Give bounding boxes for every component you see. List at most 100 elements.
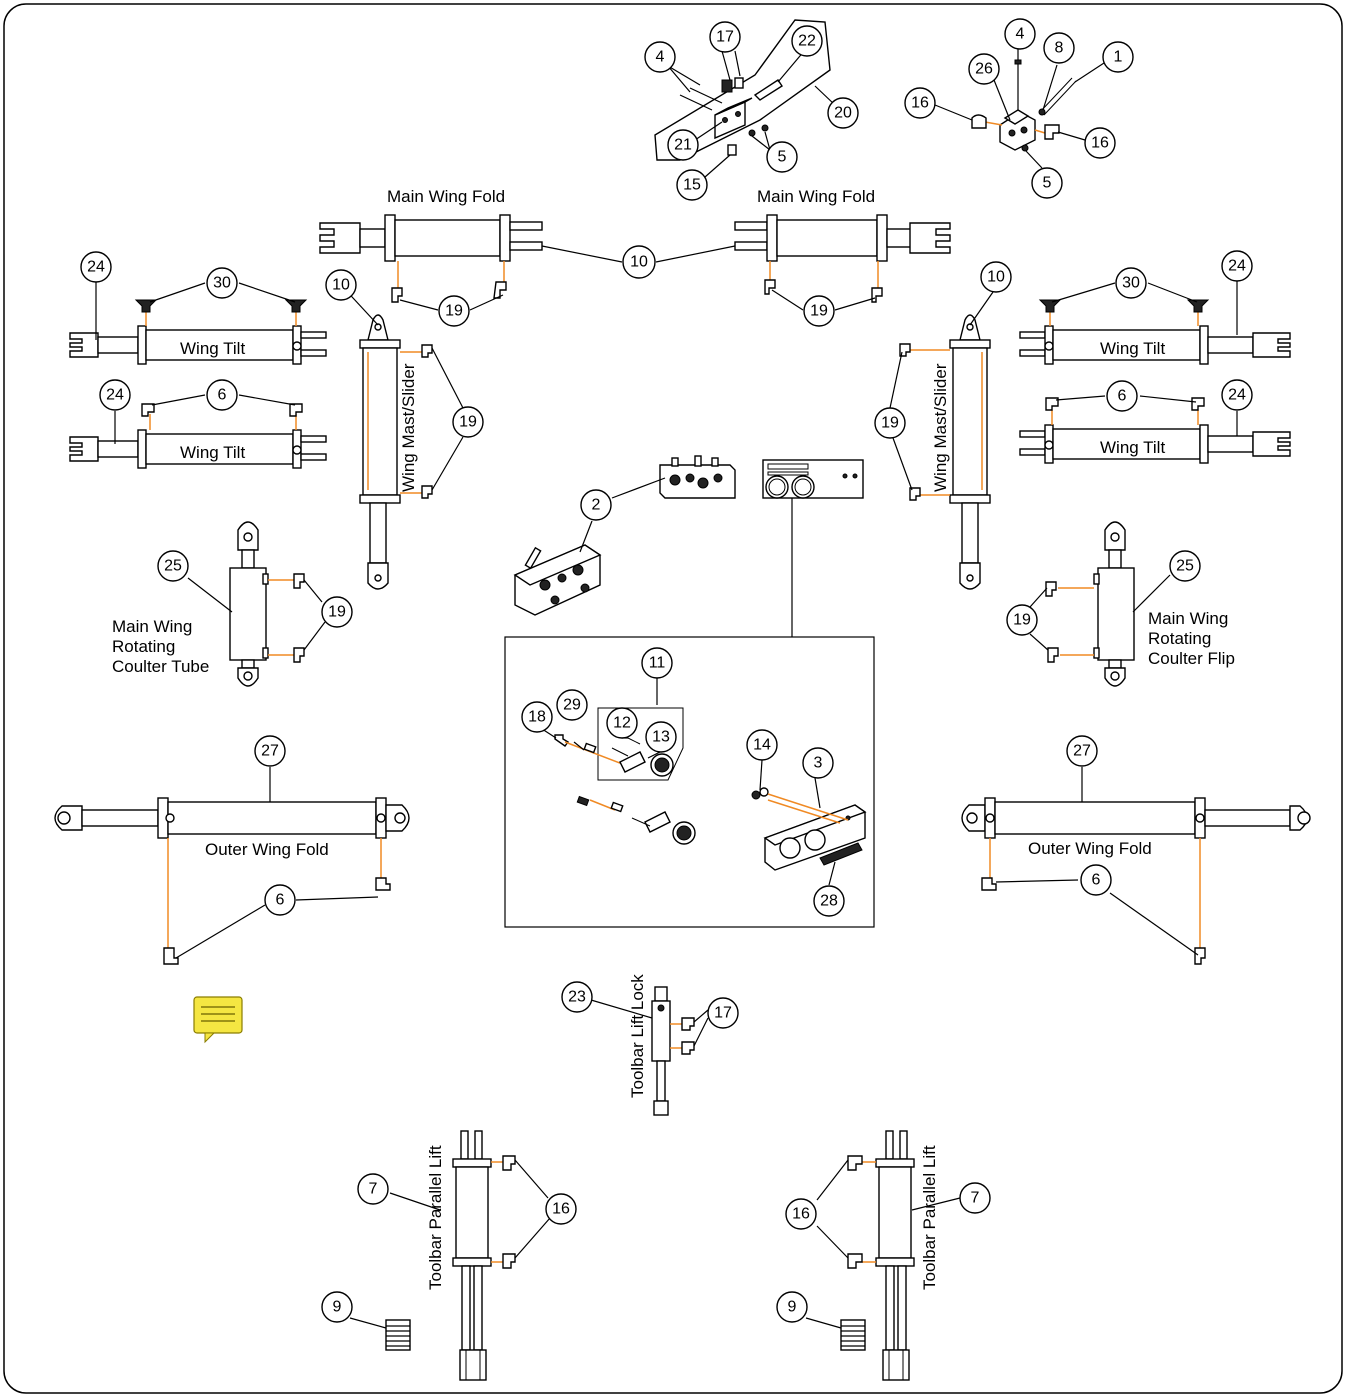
svg-text:23: 23 (568, 989, 586, 1006)
svg-text:27: 27 (261, 743, 279, 760)
callout-6-ofr: 6 (1080, 864, 1112, 896)
svg-text:8: 8 (1055, 40, 1064, 57)
svg-text:9: 9 (788, 1299, 797, 1316)
svg-text:30: 30 (213, 275, 231, 292)
callout-14: 14 (746, 729, 778, 761)
svg-text:6: 6 (218, 387, 227, 404)
svg-text:19: 19 (459, 414, 477, 431)
callout-25-right: 25 (1169, 550, 1201, 582)
callout-27-right: 27 (1066, 735, 1098, 767)
callout-19-rl: 19 (321, 596, 353, 628)
callout-9-right: 9 (776, 1291, 808, 1323)
svg-text:18: 18 (528, 709, 546, 726)
spacer-stack-right (805, 1317, 866, 1351)
svg-text:20: 20 (834, 105, 852, 122)
svg-text:22: 22 (798, 33, 816, 50)
svg-text:16: 16 (911, 95, 929, 112)
callout-19-rr: 19 (1006, 604, 1038, 636)
svg-text:5: 5 (778, 149, 787, 166)
svg-text:7: 7 (971, 1190, 980, 1207)
svg-text:15: 15 (683, 177, 701, 194)
manifold-lower (513, 544, 602, 616)
callout-19-tl: 19 (438, 295, 470, 327)
svg-text:17: 17 (714, 1005, 732, 1022)
main-wing-fold-right-label: Main Wing Fold (757, 187, 875, 206)
comment-note-icon[interactable] (193, 996, 243, 1044)
outer-wing-fold-left-cylinder (54, 797, 410, 965)
svg-text:28: 28 (820, 893, 838, 910)
callout-9-left: 9 (321, 1291, 353, 1323)
svg-text:24: 24 (106, 387, 124, 404)
callout-18: 18 (521, 701, 553, 733)
wing-tilt-lower-right-cylinder (1019, 397, 1291, 464)
rotating-left-line3: Coulter Tube (112, 657, 209, 676)
callout-11: 11 (641, 647, 673, 679)
callout-10-center: 10 (622, 245, 656, 279)
svg-text:24: 24 (1228, 387, 1246, 404)
rotating-left-line1: Main Wing (112, 617, 192, 636)
svg-text:14: 14 (753, 737, 771, 754)
top-center-valve-assembly (654, 19, 831, 161)
callout-16-tr: 16 (1084, 127, 1116, 159)
callout-28: 28 (813, 885, 845, 917)
svg-text:27: 27 (1073, 743, 1091, 760)
svg-text:21: 21 (674, 137, 692, 154)
svg-text:19: 19 (1013, 612, 1031, 629)
callout-24-ul: 24 (80, 251, 112, 283)
svg-text:19: 19 (810, 303, 828, 320)
callout-10-left: 10 (325, 269, 357, 301)
callout-22: 22 (791, 25, 823, 57)
callout-26: 26 (968, 53, 1000, 85)
outer-wing-fold-left-label: Outer Wing Fold (205, 840, 329, 859)
wing-tilt-upper-right-cylinder (1019, 299, 1291, 365)
callout-30-right: 30 (1115, 267, 1147, 299)
callout-5-right: 5 (1031, 167, 1063, 199)
svg-text:29: 29 (563, 697, 581, 714)
callout-5-top: 5 (766, 141, 798, 173)
wing-tilt-lower-left-cylinder (69, 403, 327, 469)
callout-13: 13 (645, 721, 677, 753)
rotating-right-line3: Coulter Flip (1148, 649, 1235, 668)
svg-text:5: 5 (1043, 175, 1052, 192)
callout-24-lr: 24 (1221, 379, 1253, 411)
svg-text:30: 30 (1122, 275, 1140, 292)
callout-6-lr: 6 (1106, 380, 1138, 412)
wing-mast-left-cylinder (359, 314, 433, 590)
outer-wing-fold-right-label: Outer Wing Fold (1028, 839, 1152, 858)
wing-tilt-lr-label: Wing Tilt (1100, 438, 1165, 457)
callout-30-left: 30 (206, 267, 238, 299)
toolbar-lift-lock-label: Toolbar Lift Lock (628, 974, 647, 1098)
svg-text:12: 12 (613, 715, 631, 732)
callout-24-ur: 24 (1221, 250, 1253, 282)
callout-7-left: 7 (357, 1173, 389, 1205)
gauge-assembly-detail (554, 734, 696, 845)
callout-4-top: 4 (644, 41, 676, 73)
toolbar-parallel-left-label: Toolbar Parallel Lift (426, 1145, 445, 1290)
callout-12: 12 (606, 707, 638, 739)
callout-24-ll: 24 (99, 379, 131, 411)
callout-19-mr: 19 (874, 407, 906, 439)
toolbar-parallel-lift-right-cylinder (847, 1130, 915, 1381)
sheet-border (3, 3, 1343, 1394)
callout-16-bl: 16 (545, 1193, 577, 1225)
svg-text:10: 10 (332, 277, 350, 294)
rotating-coulter-flip-cylinder (1045, 521, 1135, 687)
wing-tilt-ur-label: Wing Tilt (1100, 339, 1165, 358)
main-wing-fold-right-cylinder (734, 214, 951, 303)
callout-19-tr: 19 (803, 295, 835, 327)
callout-balloons: 4 17 22 20 21 5 15 4 8 1 26 16 16 5 10 1… (80, 18, 1253, 1323)
callout-16-tl: 16 (904, 87, 936, 119)
svg-text:16: 16 (1091, 135, 1109, 152)
svg-text:24: 24 (87, 259, 105, 276)
svg-text:25: 25 (1176, 558, 1194, 575)
svg-text:2: 2 (592, 497, 601, 514)
rotating-left-line2: Rotating (112, 637, 175, 656)
callout-10-right: 10 (980, 261, 1012, 293)
svg-text:10: 10 (630, 254, 648, 271)
callout-19-ml: 19 (452, 406, 484, 438)
callout-27-left: 27 (254, 735, 286, 767)
callout-21: 21 (667, 129, 699, 161)
svg-text:4: 4 (656, 49, 665, 66)
toolbar-lift-lock-cylinder (651, 986, 695, 1116)
